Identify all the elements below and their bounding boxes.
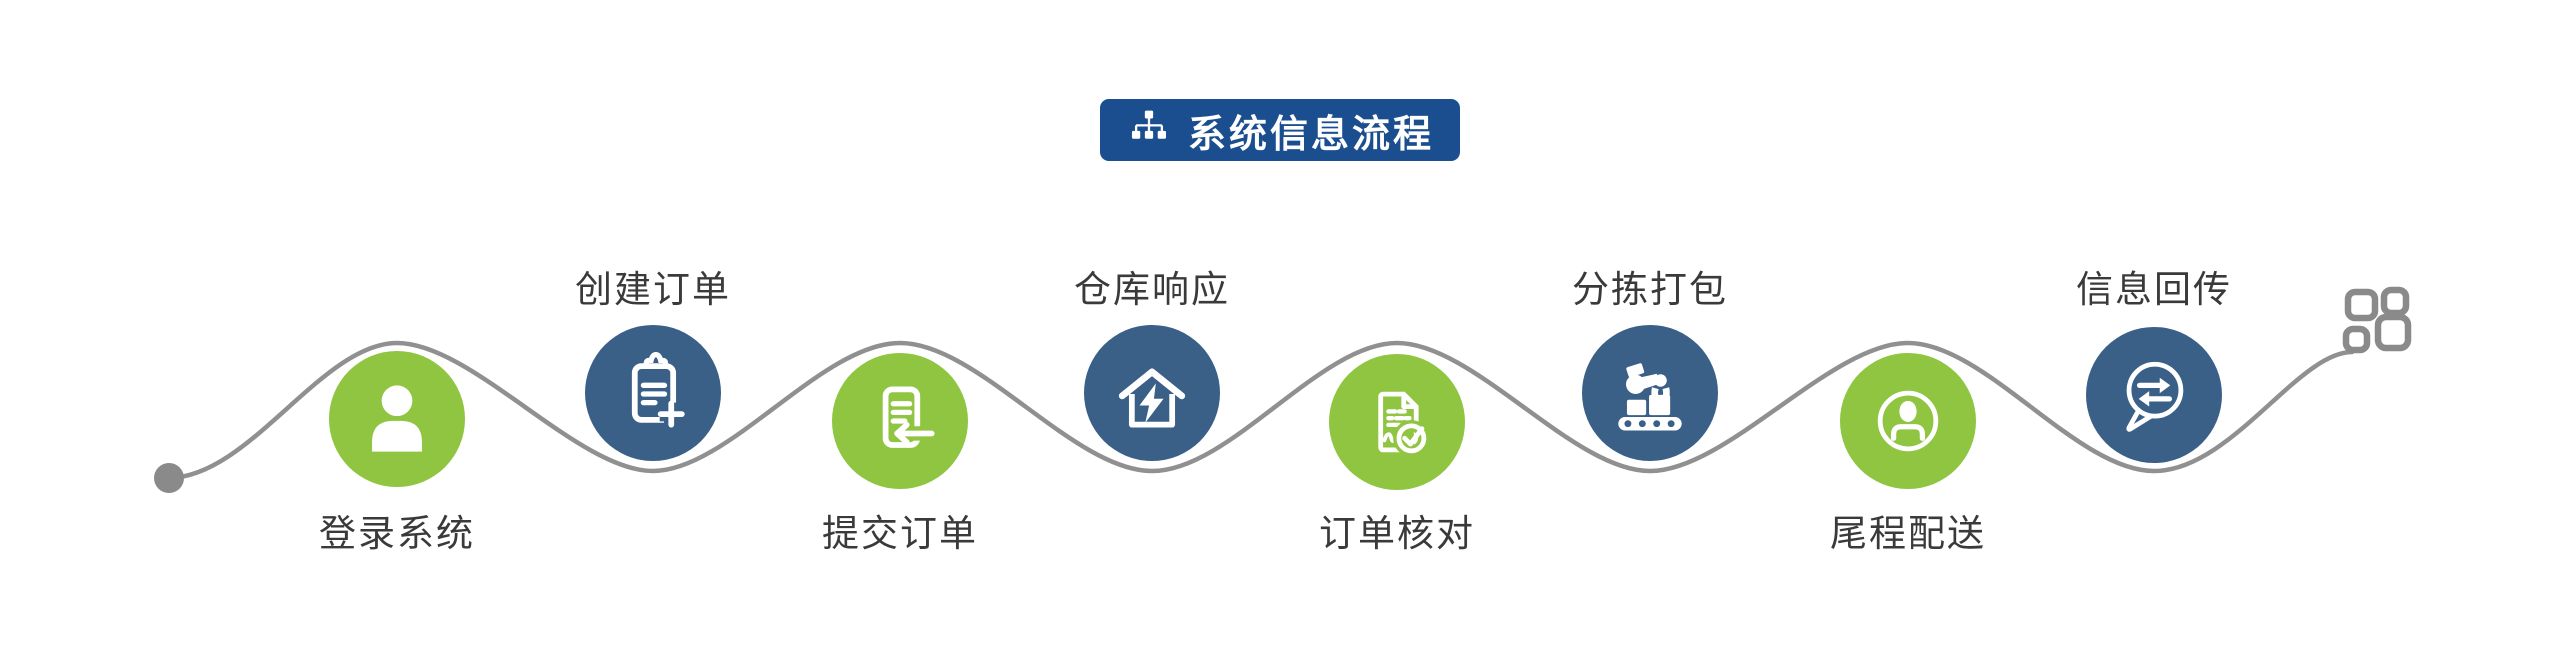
step-circle-feedback (2086, 327, 2222, 463)
robot-arm-icon (1618, 363, 1682, 431)
wave-line (166, 340, 2355, 481)
step-label-feedback: 信息回传 (2076, 268, 2232, 311)
title-badge: 系统信息流程 (1099, 99, 1461, 161)
clipboard-plus-icon (631, 351, 685, 428)
step-label-warehouse: 仓库响应 (1074, 268, 1230, 311)
step-label-create-order: 创建订单 (575, 268, 731, 311)
chat-arrows-icon (2126, 361, 2184, 432)
step-circle-login (329, 351, 465, 487)
step-circle-create-order (585, 325, 721, 461)
document-arrow-left-icon (882, 386, 935, 448)
step-label-delivery: 尾程配送 (1830, 512, 1986, 555)
step-circle-warehouse (1084, 325, 1220, 461)
step-circle-sort-pack (1582, 325, 1718, 461)
start-dot-icon (154, 463, 184, 493)
warehouse-lightning-icon (1118, 368, 1186, 428)
page-title: 系统信息流程 (1187, 111, 1435, 156)
step-circle-submit-order (832, 353, 968, 489)
step-label-sort-pack: 分拣打包 (1572, 268, 1728, 311)
step-circle-delivery (1840, 353, 1976, 489)
step-circle-order-check (1329, 354, 1465, 490)
document-check-icon (1378, 391, 1430, 457)
step-label-submit-order: 提交订单 (822, 512, 978, 555)
delivery-person-icon (1877, 390, 1939, 452)
step-label-login: 登录系统 (319, 512, 475, 555)
end-squares-icon (2342, 286, 2412, 354)
step-label-order-check: 订单核对 (1319, 512, 1475, 555)
sitemap-icon (1131, 110, 1167, 139)
user-icon (372, 385, 422, 452)
